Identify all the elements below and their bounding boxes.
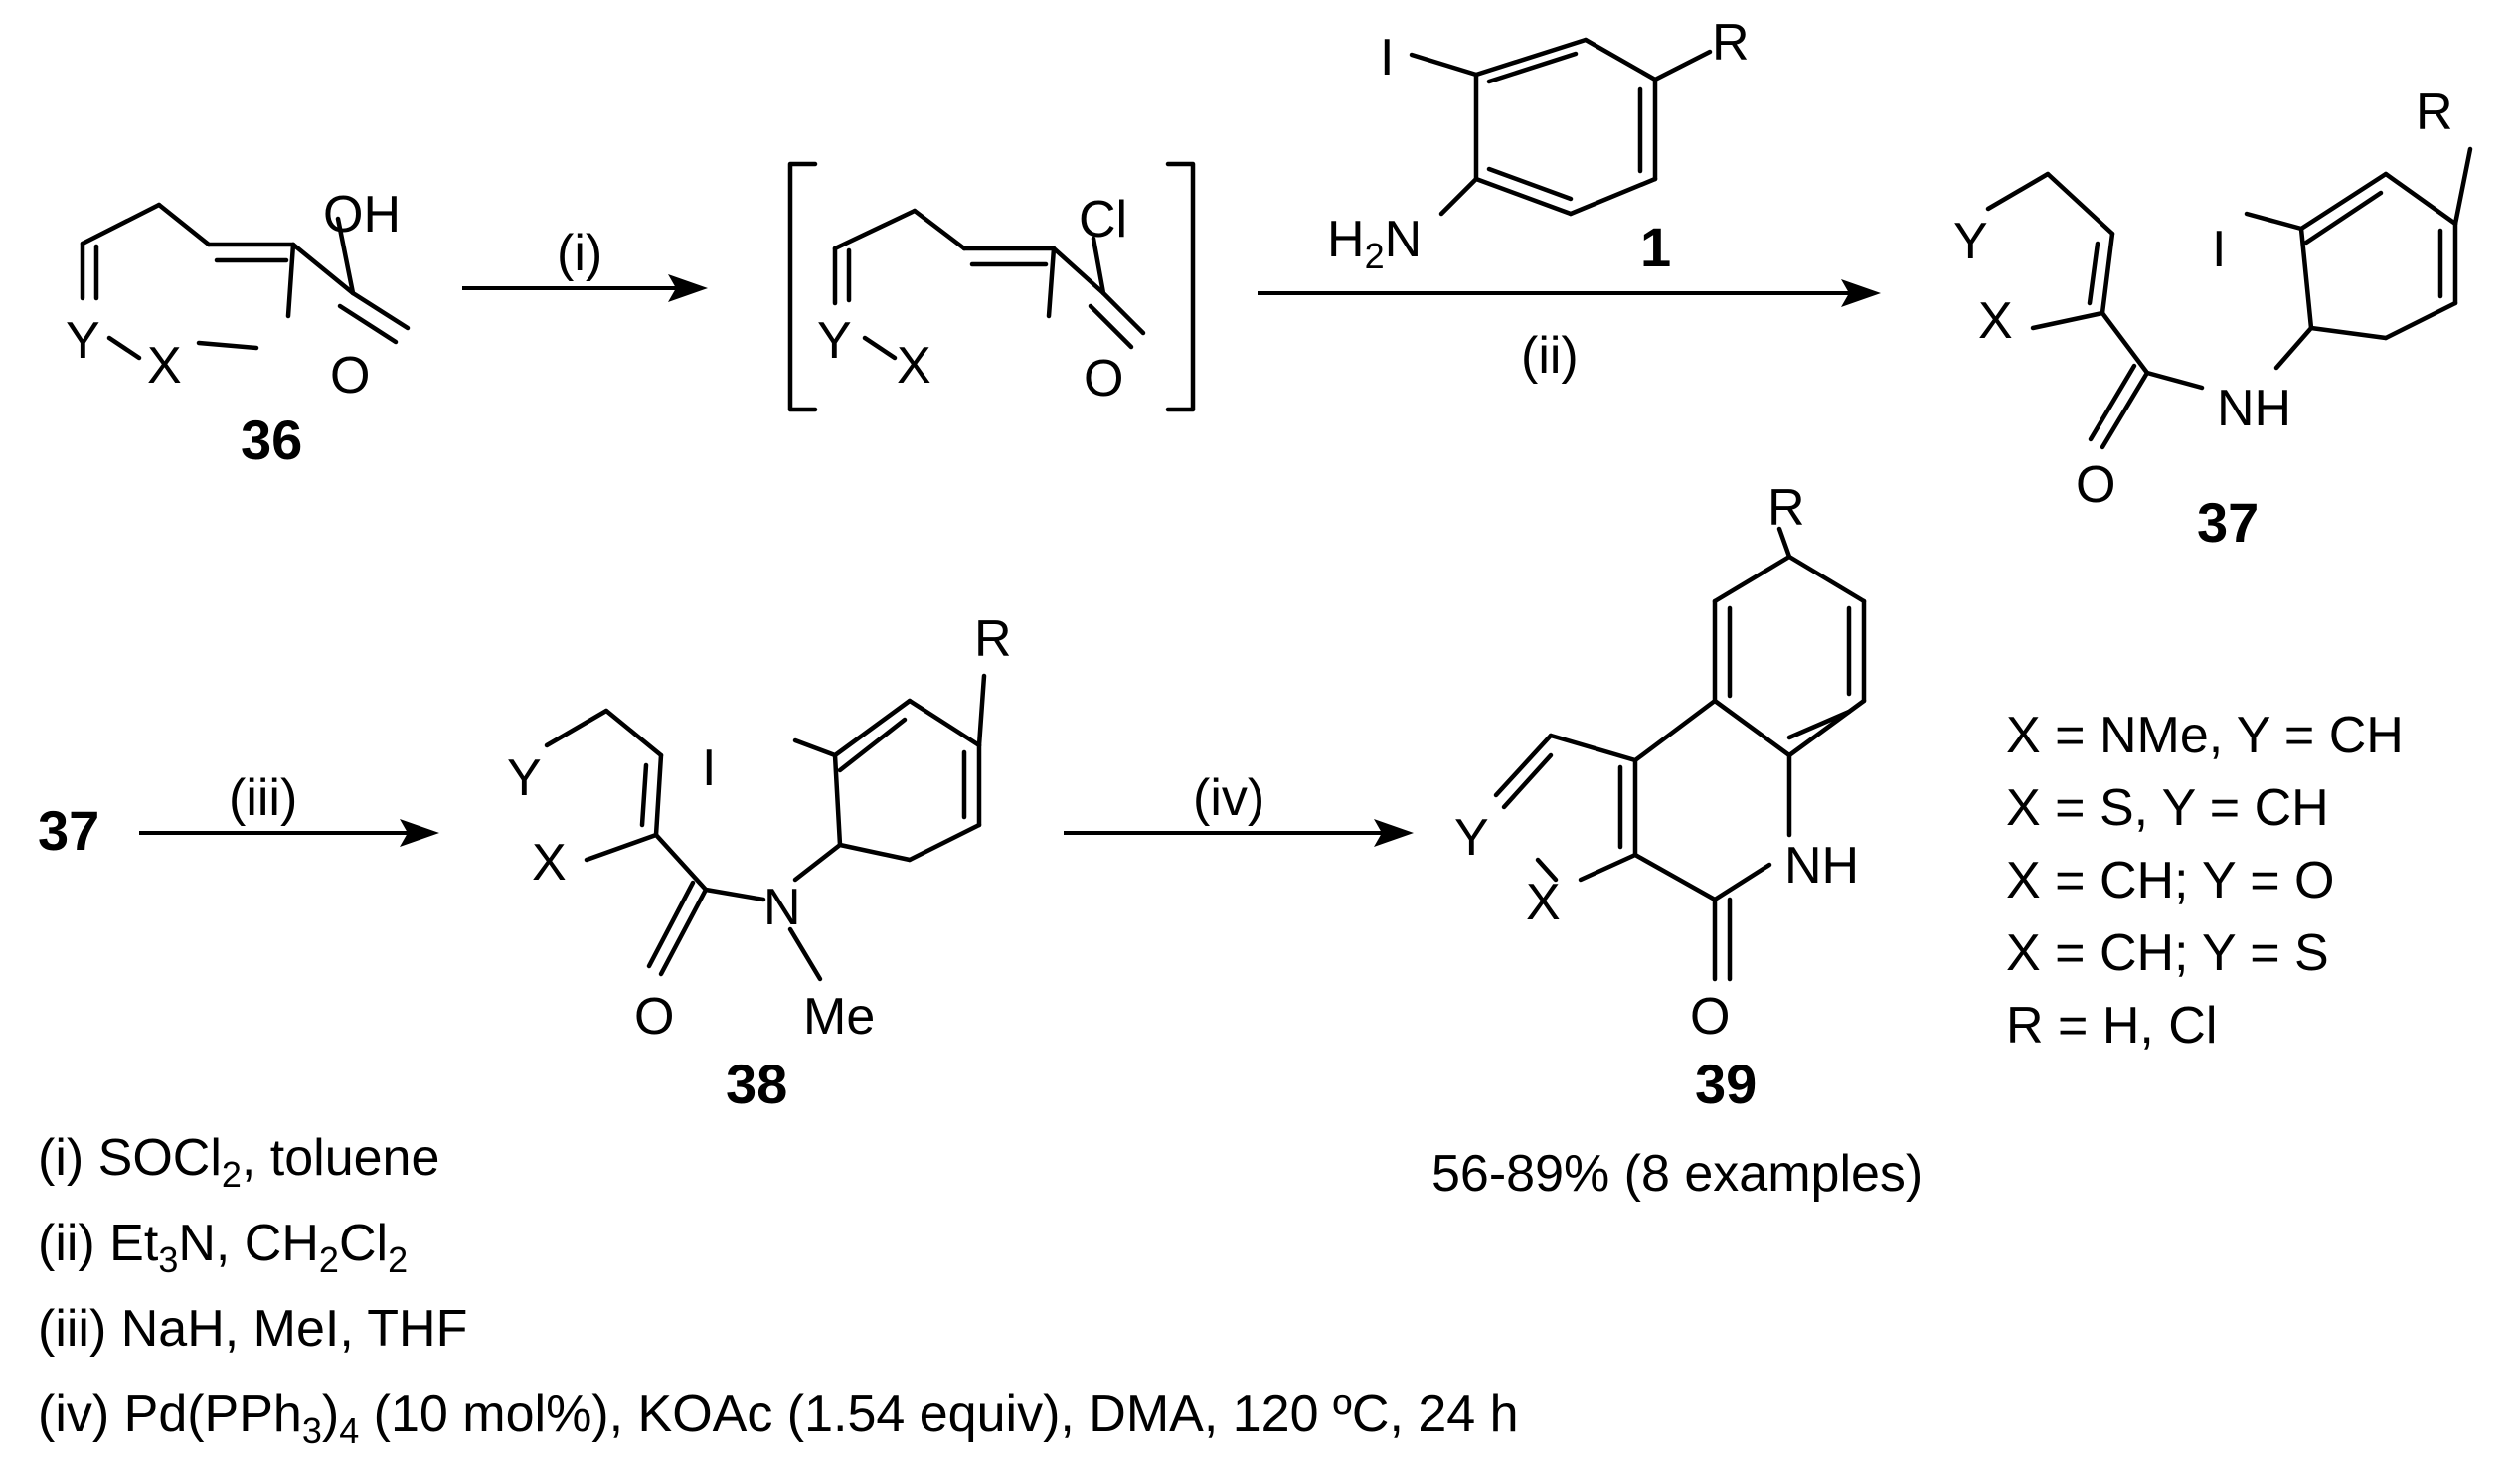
- arrow-step-iii: (iii): [139, 769, 439, 847]
- arrow-step-i: (i): [462, 225, 708, 302]
- atom-y: Y: [507, 749, 542, 807]
- compound-label-38: 38: [726, 1053, 787, 1115]
- atom-me: Me: [803, 988, 875, 1046]
- atom-o: O: [330, 347, 370, 405]
- atom-o: O: [1690, 988, 1730, 1046]
- structure-37: Y X I NH O R 37: [1953, 83, 2473, 554]
- atom-r: R: [974, 610, 1012, 668]
- compound-label-37-start: 37: [38, 799, 99, 862]
- step-label-iii: (iii): [229, 769, 297, 827]
- yield-text: 56-89% (8 examples): [1431, 1145, 1923, 1203]
- arrow-step-iv: (iv): [1064, 769, 1414, 847]
- atom-x: X: [1978, 292, 2013, 350]
- atom-nh: NH: [1784, 837, 1859, 895]
- atom-y: Y: [1953, 213, 1988, 270]
- atom-nh: NH: [2217, 380, 2291, 437]
- amine-nh2: H2N: [1327, 211, 1422, 276]
- substituent-item: X = S, Y = CH: [2006, 779, 2329, 837]
- atom-r: R: [1712, 14, 1750, 72]
- substituent-item: R = H, Cl: [2006, 997, 2217, 1055]
- condition-iii: (iii) NaH, MeI, THF: [38, 1300, 467, 1358]
- atom-r: R: [2416, 83, 2453, 141]
- compound-label-1: 1: [1640, 216, 1671, 278]
- condition-i: (i) SOCl2, toluene: [38, 1129, 439, 1195]
- atom-y: Y: [66, 312, 100, 370]
- step-label-i: (i): [557, 225, 602, 282]
- atom-x: X: [147, 337, 182, 395]
- atom-y: Y: [817, 312, 852, 370]
- compound-label-37: 37: [2197, 491, 2259, 554]
- conditions-legend: (i) SOCl2, toluene (ii) Et3N, CH2Cl2 (ii…: [38, 1129, 1519, 1451]
- atom-i: I: [1380, 29, 1394, 86]
- atom-cl: Cl: [1079, 191, 1127, 248]
- structure-36: Y X OH O 36: [66, 186, 411, 471]
- compound-label-39: 39: [1695, 1053, 1757, 1115]
- arrow-step-ii: (ii): [1258, 279, 1881, 385]
- condition-iv: (iv) Pd(PPh3)4 (10 mol%), KOAc (1.54 equ…: [38, 1386, 1519, 1451]
- atom-o: O: [634, 988, 674, 1046]
- atom-x: X: [1526, 874, 1561, 931]
- structure-1: I R H2N 1: [1327, 14, 1750, 278]
- step-label-ii: (ii): [1521, 327, 1579, 385]
- step-label-iv: (iv): [1193, 769, 1264, 827]
- structure-39: Y X NH O R 39 56-89% (8 examples): [1431, 479, 1923, 1203]
- atom-x: X: [897, 337, 931, 395]
- substituent-list: X = NMe, Y = CH X = S, Y = CH X = CH; Y …: [2006, 707, 2404, 1055]
- structure-38: Y X I N Me O R 38: [507, 610, 1012, 1115]
- condition-ii: (ii) Et3N, CH2Cl2: [38, 1215, 408, 1280]
- atom-x: X: [532, 834, 567, 892]
- atom-r: R: [1767, 479, 1805, 537]
- atom-i: I: [702, 739, 716, 797]
- atom-i: I: [2212, 221, 2226, 278]
- atom-o: O: [2076, 456, 2115, 514]
- atom-y: Y: [1454, 809, 1489, 867]
- substituent-item: X = NMe, Y = CH: [2006, 707, 2404, 764]
- atom-oh: OH: [323, 186, 401, 244]
- structure-acid-chloride: Y X Cl O: [787, 161, 1196, 412]
- compound-label-36: 36: [241, 409, 302, 471]
- atom-n: N: [763, 879, 801, 936]
- atom-o: O: [1084, 350, 1123, 408]
- substituent-item: X = CH; Y = O: [2006, 852, 2334, 909]
- substituent-item: X = CH; Y = S: [2006, 924, 2329, 982]
